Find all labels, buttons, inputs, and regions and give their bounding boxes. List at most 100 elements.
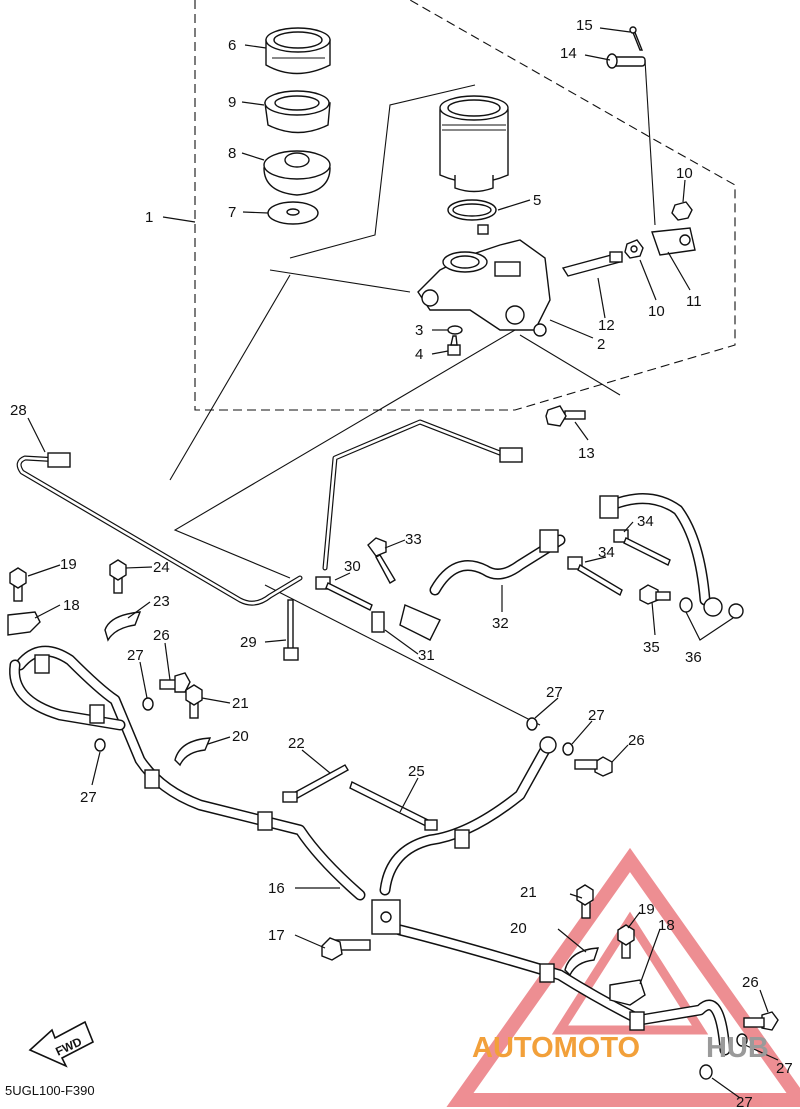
callout-25: 25: [408, 763, 425, 780]
bolt-17: [321, 937, 371, 961]
callout-9: 9: [228, 94, 236, 111]
bolt-13: [545, 405, 586, 427]
callout-19a: 19: [60, 556, 77, 573]
callout-21a: 21: [232, 695, 249, 712]
callout-3: 3: [415, 322, 423, 339]
tie-34a: [613, 529, 671, 566]
callout-14: 14: [560, 45, 577, 62]
hose-clamp-5: [447, 199, 497, 235]
callout-20a: 20: [232, 728, 249, 745]
clevis-11: [651, 227, 696, 256]
master-cylinder-assembly-boundary: [194, 0, 736, 411]
bolt-19b: [617, 924, 635, 959]
callout-leaders: [27, 27, 779, 1099]
watermark-left: AUTOMOTO: [472, 1032, 640, 1064]
float-7: [267, 201, 319, 225]
clamp-20b: [564, 947, 599, 977]
brake-pipe-upper: [322, 419, 523, 571]
callout-18a: 18: [63, 597, 80, 614]
nut-10: [624, 239, 644, 259]
callout-12: 12: [598, 317, 615, 334]
callout-7: 7: [228, 204, 236, 221]
washer-27c: [526, 717, 538, 731]
callout-27e: 27: [776, 1060, 793, 1077]
callout-18b: 18: [658, 917, 675, 934]
three-way-joint: [371, 899, 401, 935]
brake-hose-16: [9, 645, 366, 901]
brake-pipe-28: [16, 452, 303, 606]
tie-30: [315, 576, 373, 611]
bolt-33: [367, 537, 396, 584]
callout-6: 6: [228, 37, 236, 54]
callout-1: 1: [145, 209, 153, 226]
washer-27d: [562, 742, 574, 756]
callout-33: 33: [405, 531, 422, 548]
callout-16: 16: [268, 880, 285, 897]
watermark: AUTOMOTO HUB: [472, 1032, 769, 1064]
callout-36: 36: [685, 649, 702, 666]
brake-hose-right: [599, 493, 723, 617]
clamp-20a: [174, 737, 212, 767]
forward-arrow-icon: FWD: [28, 1020, 95, 1068]
reservoir-body: [439, 95, 509, 193]
callout-32: 32: [492, 615, 509, 632]
callout-11: 11: [686, 293, 702, 310]
bolt-19: [9, 567, 27, 602]
reservoir-cap-6: [265, 27, 331, 75]
callout-10a: 10: [676, 165, 693, 182]
washer-27f: [699, 1064, 713, 1080]
clamp-23: [104, 611, 142, 642]
callout-26a: 26: [153, 627, 170, 644]
callout-27a: 27: [127, 647, 144, 664]
bolt-35: [639, 584, 671, 605]
drawing-code: 5UGL100-F390: [5, 1083, 95, 1098]
callout-5: 5: [533, 192, 541, 209]
callout-34a: 34: [637, 513, 654, 530]
bolt-24: [109, 559, 127, 594]
callout-8: 8: [228, 145, 236, 162]
callout-31: 31: [418, 647, 435, 664]
washer-27e: [736, 1033, 748, 1047]
bolt-26b: [574, 756, 613, 777]
brake-hose-lower-right: [394, 924, 731, 1056]
callout-17: 17: [268, 927, 285, 944]
callout-27f: 27: [736, 1094, 753, 1109]
tie-22: [282, 764, 349, 803]
callout-4: 4: [415, 346, 423, 363]
callout-23: 23: [153, 593, 170, 610]
bolt-21a: [185, 684, 203, 719]
callout-labels: 1 6 9 8 7 5 3 4 2 12 10 11 10 14 15 13 2…: [10, 17, 793, 1109]
bolt-26a: [159, 672, 191, 693]
callout-30: 30: [344, 558, 361, 575]
washer-3: [447, 325, 463, 335]
brake-hose-32: [429, 529, 566, 596]
callout-27c: 27: [546, 684, 563, 701]
push-rod-12: [561, 251, 623, 277]
callout-21b: 21: [520, 884, 537, 901]
callout-20b: 20: [510, 920, 527, 937]
washer-36: [679, 597, 744, 619]
tie-25: [349, 781, 438, 831]
callout-29: 29: [240, 634, 257, 651]
tie-34b: [567, 556, 623, 597]
callout-35: 35: [643, 639, 660, 656]
callout-15: 15: [576, 17, 593, 34]
pin-14: [606, 53, 646, 69]
callout-19b: 19: [638, 901, 655, 918]
clamp-18b: [609, 979, 646, 1006]
bleed-screw-4: [447, 335, 461, 356]
callout-28: 28: [10, 402, 27, 419]
bolt-21b: [576, 884, 594, 919]
clamp-18: [7, 611, 41, 636]
bolt-26c: [743, 1011, 779, 1031]
washer-27a: [142, 697, 154, 711]
washer-27b: [94, 738, 106, 752]
callout-34b: 34: [598, 544, 615, 561]
brake-hose-center: [379, 736, 557, 896]
diaphragm-holder-9: [264, 90, 331, 134]
callout-2: 2: [597, 336, 605, 353]
nut-10b: [671, 201, 693, 221]
callout-26b: 26: [628, 732, 645, 749]
callout-27d: 27: [588, 707, 605, 724]
